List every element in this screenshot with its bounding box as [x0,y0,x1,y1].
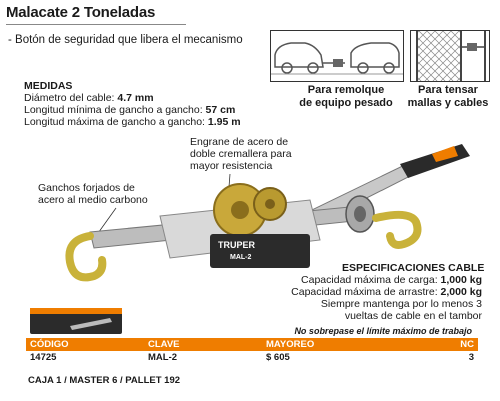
packaging-info: CAJA 1 / MASTER 6 / PALLET 192 [28,375,181,386]
medida-label: Longitud máxima de gancho a gancho: [24,116,208,128]
feature-text: - Botón de seguridad que libera el mecan… [8,34,243,46]
product-table: CÓDIGO CLAVE MAYOREO NC 14725 MAL-2 $ 60… [26,338,478,364]
ganchos-callout: Ganchos forjados de acero al medio carbo… [38,182,148,206]
medida-diametro: Diámetro del cable: 4.7 mm [24,92,154,104]
tool-brand: TRUPER [218,240,256,250]
cable-label: Capacidad máxima de carga: [301,274,441,286]
tool-model: MAL-2 [230,254,252,261]
engrane-callout: Engrane de acero de doble cremallera par… [190,136,292,172]
car-towing-icon [271,42,403,75]
cable-label: Capacidad máxima de arrastre: [291,286,441,298]
cable-line: vueltas de cable en el tambor [345,310,482,322]
cell-codigo: 14725 [30,352,57,363]
callout-line: Ganchos forjados de [38,182,135,194]
cable-drum [345,195,375,233]
medida-value: 1.95 m [207,116,241,128]
cable-label: Siempre mantenga por lo menos 3 [320,298,482,310]
fence-illustration [410,30,490,82]
medida-minima: Longitud mínima de gancho a gancho: 57 c… [24,104,235,116]
cable-line: Siempre mantenga por lo menos 3 [321,298,482,310]
cell-nc: 3 [468,352,474,363]
product-box [30,308,122,334]
callout-line: mayor resistencia [190,160,273,172]
cell-mayoreo: $ 605 [266,352,290,363]
callout-line: acero al medio carbono [38,194,148,206]
header-clave: CLAVE [144,338,262,351]
usage-line: Para remolque [307,84,385,96]
winch-box-icon [70,318,112,330]
header-codigo: CÓDIGO [26,338,144,351]
cable-value: 1,000 kg [440,274,482,286]
header-nc: NC [420,338,478,351]
header-mayoreo: MAYOREO [262,338,420,351]
right-hook [372,210,422,249]
title-divider [6,24,186,25]
product-box-stripe [30,308,122,314]
warning-note: No sobrepase el límite máximo de trabajo [294,326,472,336]
medida-value: 4.7 mm [117,92,154,104]
usage-line: de equipo pesado [299,97,393,109]
medida-value: 57 cm [205,104,236,116]
callout-line: Engrane de acero de [190,136,289,148]
medidas-heading: MEDIDAS [24,80,73,92]
brand-plate [210,234,310,268]
table-header-row: CÓDIGO CLAVE MAYOREO NC [26,338,478,351]
table-row: 14725 MAL-2 $ 605 3 [26,351,478,364]
cable-line: Capacidad máxima de arrastre: 2,000 kg [291,286,482,298]
towing-illustration [270,30,404,82]
callout-line: doble cremallera para [190,148,292,160]
medida-maxima: Longitud máxima de gancho a gancho: 1.95… [24,116,241,128]
left-hook [65,232,107,282]
cell-clave: MAL-2 [148,352,178,363]
winch-illustration [65,144,470,282]
cable-line: Capacidad máxima de carga: 1,000 kg [301,274,482,286]
chain-link-fence-icon [416,31,486,81]
gear-mechanism [213,183,287,237]
page-title: Malacate 2 Toneladas [6,4,156,21]
usage-line: Para tensar [418,84,478,96]
usage-line: mallas y cables [407,97,489,109]
usage-remolque: Para remolque de equipo pesado [296,84,396,110]
cable-heading: ESPECIFICACIONES CABLE [342,262,485,274]
medida-label: Diámetro del cable: [24,92,118,104]
usage-mallas: Para tensar mallas y cables [400,84,496,110]
cable-value: 2,000 kg [440,286,482,298]
medida-label: Longitud mínima de gancho a gancho: [24,104,206,116]
cable-label: vueltas de cable en el tambor [344,310,482,322]
